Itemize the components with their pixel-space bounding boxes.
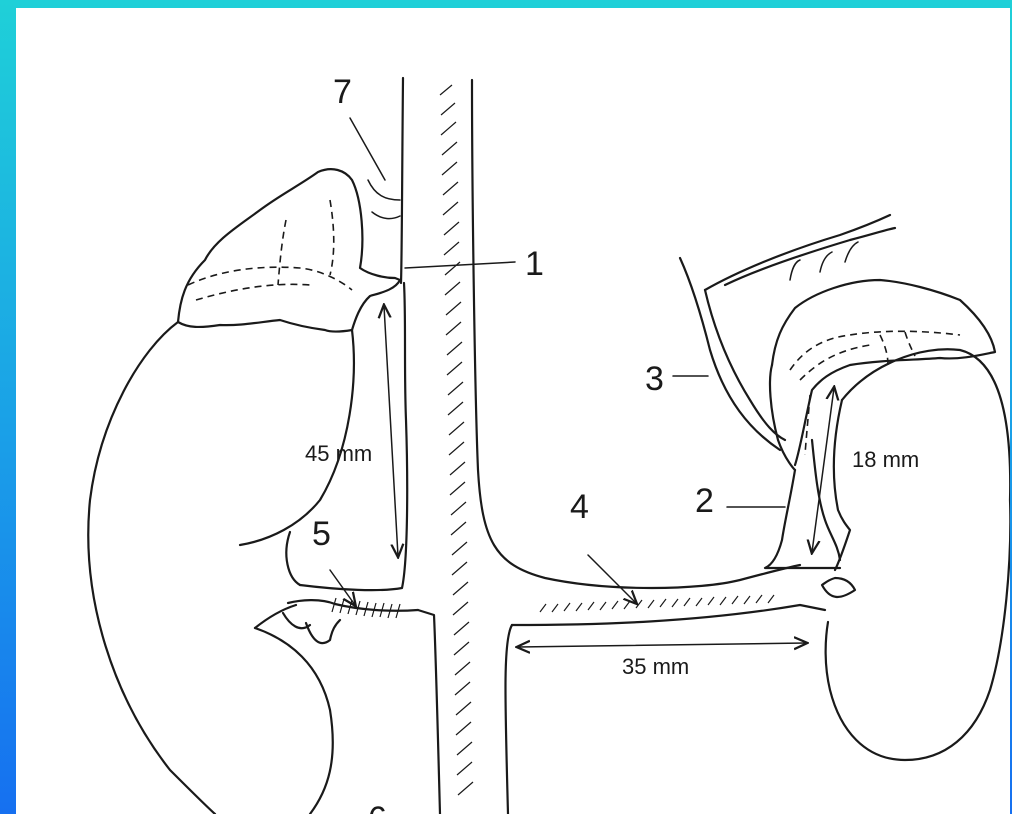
leader-1 — [405, 262, 515, 268]
left-ureter-hatching — [332, 598, 400, 618]
leader-4 — [588, 555, 636, 603]
arrow-45mm — [384, 306, 398, 556]
left-upper-vessel — [368, 180, 400, 219]
aorta-wall-hatching — [440, 85, 473, 795]
label-6: 6 — [368, 800, 387, 814]
measure-45mm: 45 mm — [305, 441, 372, 466]
leader-lines — [330, 118, 785, 605]
measurement-arrows — [384, 306, 834, 647]
label-7: 7 — [333, 73, 352, 111]
label-2: 2 — [695, 482, 714, 520]
measure-18mm: 18 mm — [852, 447, 919, 472]
left-kidney — [88, 322, 354, 814]
right-adrenal-gland — [770, 280, 995, 470]
right-renal-vein-hatching — [540, 595, 774, 612]
leader-7 — [350, 118, 385, 180]
aorta — [401, 78, 825, 814]
label-3: 3 — [645, 360, 664, 398]
diagram-frame: 7 1 3 2 4 5 6 45 mm 18 mm 35 mm — [16, 8, 1010, 814]
right-adrenal-vein — [765, 440, 840, 568]
left-adrenal-gland — [178, 169, 400, 331]
label-4: 4 — [570, 488, 589, 526]
label-1: 1 — [525, 245, 544, 283]
label-5: 5 — [312, 515, 331, 553]
anatomy-diagram: 7 1 3 2 4 5 6 45 mm 18 mm 35 mm — [16, 8, 1010, 814]
arrow-35mm — [518, 643, 806, 647]
right-kidney — [822, 349, 1010, 760]
measure-35mm: 35 mm — [622, 654, 689, 679]
